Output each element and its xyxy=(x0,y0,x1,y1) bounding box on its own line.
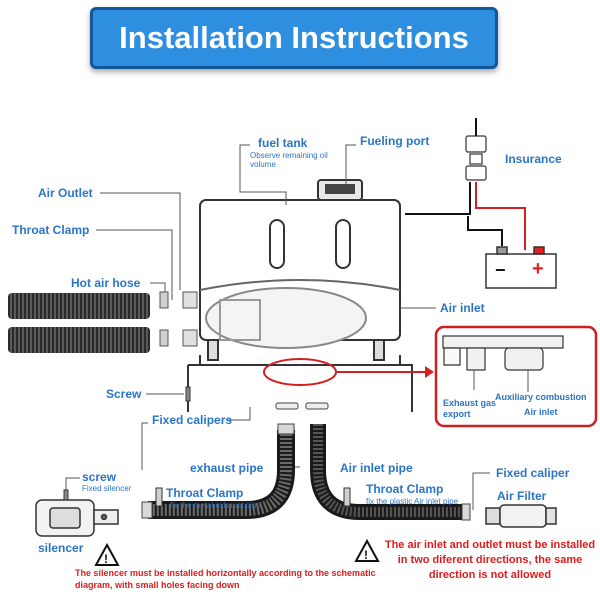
label-fixed-caliper: Fixed caliper xyxy=(496,466,570,480)
label-fuel-tank-note: Observe remaining oil volume xyxy=(250,151,328,169)
label-throat-clamp-right-note: fix the plastic Air inlet pipe xyxy=(366,497,459,506)
title-banner: Installation Instructions xyxy=(90,7,498,69)
label-air-inlet-small: Air inlet xyxy=(524,407,558,417)
warning-triangle-left xyxy=(94,542,120,566)
label-fixed-calipers: Fixed calipers xyxy=(152,413,233,427)
battery-plus-sign: + xyxy=(532,258,544,280)
silencer-part xyxy=(35,499,119,537)
detail-component xyxy=(442,335,564,371)
label-air-outlet: Air Outlet xyxy=(38,186,93,200)
label-fuel-tank: fuel tank xyxy=(258,136,308,150)
label-exhaust-pipe: exhaust pipe xyxy=(190,461,264,475)
label-fixed-silencer: Fixed silencer xyxy=(82,484,132,493)
label-fueling-port: Fueling port xyxy=(360,134,430,148)
svg-text:!: ! xyxy=(104,552,108,566)
hot-air-hose-bottom xyxy=(8,327,150,353)
label-insurance: Insurance xyxy=(505,152,562,166)
label-air-inlet-pipe: Air inlet pipe xyxy=(340,461,413,475)
hot-air-hose-top xyxy=(8,293,150,319)
warning-text-right: The air inlet and outlet must be install… xyxy=(384,539,596,581)
heater-stand xyxy=(187,339,413,412)
warning-triangle-right xyxy=(354,538,380,562)
label-throat-clamp-right: Throat Clamp xyxy=(366,482,444,496)
label-air-inlet: Air inlet xyxy=(440,301,485,315)
fuse-holder xyxy=(465,135,487,181)
label-throat-clamp-left: Throat Clamp xyxy=(166,486,244,500)
label-screw-top: Screw xyxy=(106,387,142,401)
label-throat-clamp-top: Throat Clamp xyxy=(12,223,90,237)
battery xyxy=(485,246,557,289)
battery-minus-sign: − xyxy=(495,260,506,280)
exhaust-pipe-end xyxy=(277,423,295,435)
label-air-filter: Air Filter xyxy=(497,489,547,503)
label-silencer: silencer xyxy=(38,541,84,555)
label-hot-air-hose: Hot air hose xyxy=(71,276,141,290)
heater-unit xyxy=(199,179,401,349)
highlight-ellipse xyxy=(263,358,337,386)
svg-text:!: ! xyxy=(364,548,368,562)
label-throat-clamp-left-note: fix the metal exhaust pipe xyxy=(170,501,261,510)
label-screw: screw xyxy=(82,470,117,484)
warning-text-left: The silencer must be installed horizonta… xyxy=(75,568,376,590)
label-auxiliary-combustion: Auxiliary combustion xyxy=(495,392,587,402)
label-exhaust-gas-export: Exhaust gas export xyxy=(443,398,497,419)
page-title: Installation Instructions xyxy=(119,20,469,55)
air-filter-part xyxy=(485,504,557,528)
